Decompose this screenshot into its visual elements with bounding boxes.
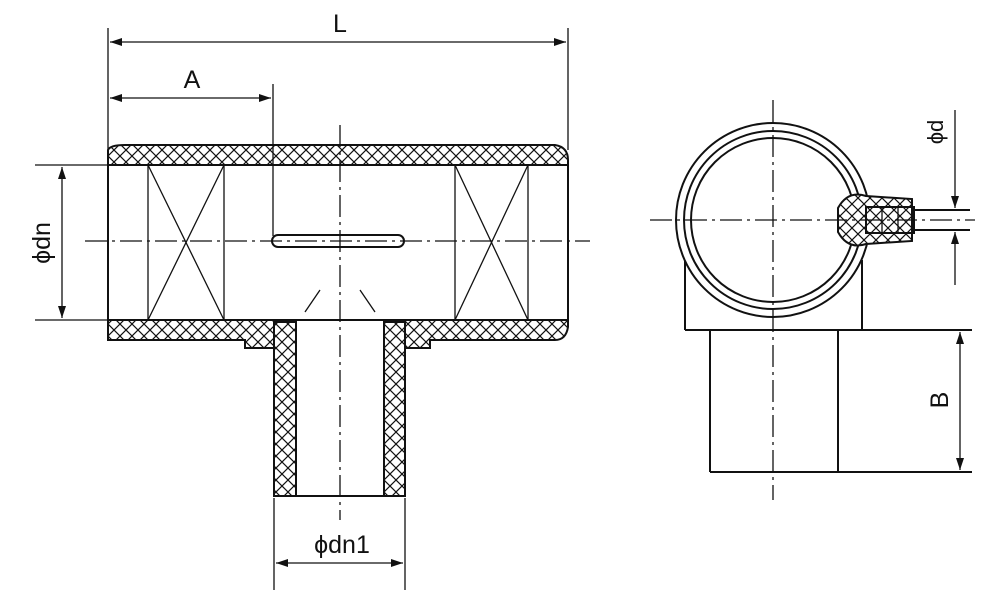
branch-left-wall	[273, 321, 297, 497]
right-heating-zone	[454, 164, 529, 321]
label-B: B	[926, 392, 954, 409]
main-pipe-top-wall	[107, 144, 569, 166]
dimension-L: L	[107, 10, 569, 150]
main-pipe-bottom-wall-left	[107, 319, 297, 349]
label-A: A	[184, 66, 201, 94]
dimension-phi-dn1: ϕdn1	[273, 498, 406, 590]
label-phi-dn: ϕdn	[28, 222, 56, 264]
left-heating-zone	[147, 164, 225, 321]
label-L: L	[333, 10, 347, 38]
dimension-A: A	[110, 66, 274, 236]
dimension-B: B	[926, 332, 964, 470]
label-phi-d: ϕd	[923, 120, 948, 145]
dimension-phi-dn: ϕdn	[28, 164, 108, 321]
side-view: ϕd B	[650, 100, 975, 500]
label-phi-dn1: ϕdn1	[314, 531, 370, 559]
dimension-phi-d: ϕd	[923, 110, 959, 285]
main-pipe-bottom-wall-right	[383, 319, 569, 349]
front-view: L A ϕdn ϕdn1	[28, 10, 590, 590]
branch-right-wall	[383, 321, 406, 497]
